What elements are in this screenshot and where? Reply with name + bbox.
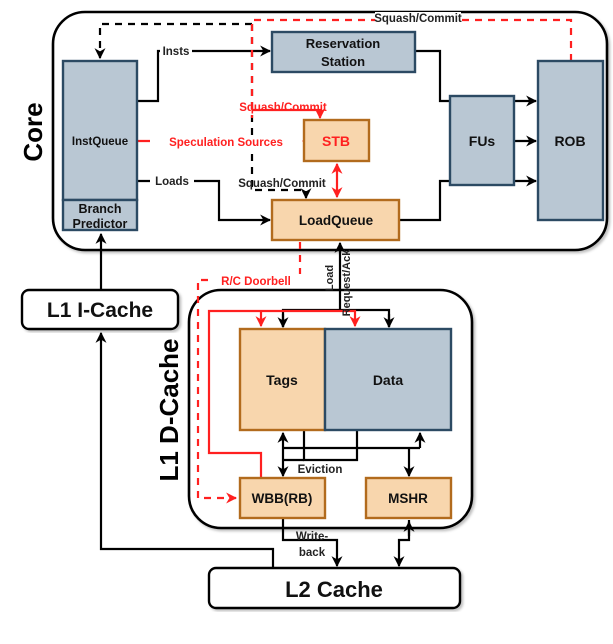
fus-label: FUs <box>469 133 496 149</box>
eviction-edge <box>302 430 359 462</box>
wbb-to-tags-data-edge <box>207 309 361 478</box>
stb-block: STB <box>302 118 371 163</box>
branch-predictor-label-2: Predictor <box>73 217 128 231</box>
lq-to-fus-edge <box>399 179 450 222</box>
core-label: Core <box>18 102 48 161</box>
reservation-station-label-2: Station <box>321 54 365 69</box>
squash-to-stb-edge <box>252 108 326 120</box>
wbb-block: WBB(RB) <box>238 476 327 520</box>
rc-doorbell-edge <box>196 242 302 504</box>
data-label: Data <box>373 372 404 388</box>
branch-predictor-label-1: Branch <box>78 202 121 216</box>
l2-cache-label: L2 Cache <box>285 577 383 602</box>
reservation-station-block: Reservation Station <box>270 30 417 74</box>
rob-block: ROB <box>536 59 605 222</box>
squash-commit-top-label: Squash/Commit <box>374 13 462 25</box>
eviction-label: Eviction <box>298 464 343 476</box>
tags-block: Tags <box>238 327 327 432</box>
branch-predictor-block: Branch Predictor <box>61 198 139 232</box>
eviction-to-wbb-edge <box>283 448 304 476</box>
writeback-label-1: Write- <box>296 531 329 543</box>
l2-cache-block: L2 Cache <box>207 566 462 610</box>
loadqueue-block: LoadQueue <box>270 198 401 242</box>
mshr-label: MSHR <box>388 491 428 506</box>
squash-to-instqueue-edge <box>94 22 252 60</box>
rs-to-fus-edge <box>415 49 450 103</box>
data-block: Data <box>323 327 453 432</box>
squash-commit-lq-label: Squash/Commit <box>238 178 326 190</box>
speculation-sources-label: Speculation Sources <box>169 137 283 149</box>
fus-block: FUs <box>448 94 516 187</box>
writeback-label-2: back <box>299 547 326 559</box>
rc-doorbell-label: R/C Doorbell <box>221 276 291 288</box>
tags-label: Tags <box>266 372 298 388</box>
l1-icache-label: L1 I-Cache <box>47 299 153 322</box>
writeback-edge <box>281 518 343 568</box>
mshr-block: MSHR <box>364 476 453 520</box>
instqueue-block: InstQueue <box>61 59 139 202</box>
loadqueue-label: LoadQueue <box>299 213 374 228</box>
wbb-label: WBB(RB) <box>252 491 313 506</box>
load-request-label-2: Request/Ack <box>341 249 353 317</box>
l1-icache-block: L1 I-Cache <box>20 288 180 331</box>
l1-dcache-label: L1 D-Cache <box>154 338 184 481</box>
stb-label: STB <box>322 133 350 149</box>
reservation-station-label-1: Reservation <box>306 36 380 51</box>
insts-edge <box>137 45 272 103</box>
rob-label: ROB <box>554 133 585 149</box>
load-request-label-1: Load <box>324 265 336 291</box>
insts-label: Insts <box>163 46 190 58</box>
l2-to-icache-edge <box>95 331 275 568</box>
loads-label: Loads <box>155 176 189 188</box>
squash-commit-stb-label: Squash/Commit <box>239 102 327 114</box>
instqueue-label: InstQueue <box>72 136 128 148</box>
